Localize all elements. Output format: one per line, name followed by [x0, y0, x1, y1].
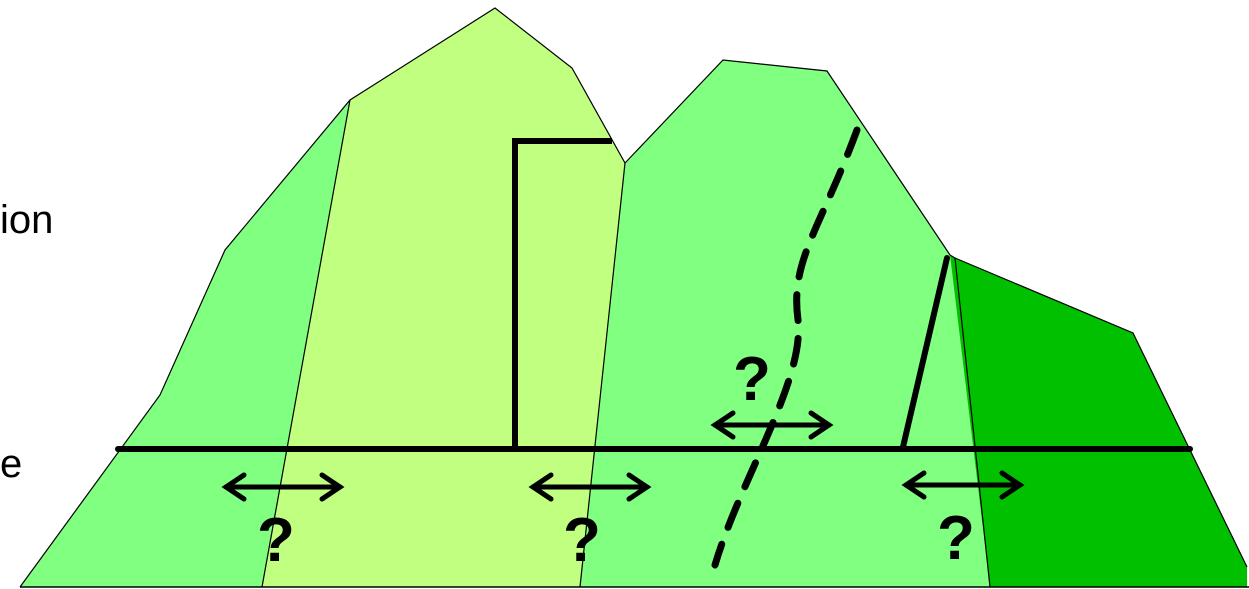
zone-dark-green	[950, 255, 1247, 587]
question-mark-2: ?	[563, 506, 601, 575]
left-label-lower: e	[0, 442, 22, 486]
double-arrow-3	[710, 410, 834, 440]
inclined-line	[900, 255, 950, 450]
vertical-bracket-line	[512, 138, 612, 449]
question-mark-4: ?	[937, 504, 975, 573]
double-arrow-4	[901, 470, 1025, 500]
zone-left-medium-green	[20, 100, 350, 587]
question-mark-1: ?	[257, 506, 295, 575]
zone-right-medium-green	[580, 60, 990, 587]
double-arrow-1	[221, 472, 345, 502]
zone-boundary-2	[579, 162, 626, 588]
left-label-upper: ion	[0, 198, 53, 242]
question-mark-3: ?	[733, 345, 771, 414]
zone-light-green	[262, 8, 625, 587]
zone-boundary-3	[954, 257, 991, 588]
mountain-outline	[19, 7, 1248, 588]
double-arrow-2	[528, 472, 652, 502]
zone-boundary-1	[261, 99, 351, 588]
dashed-curve-line	[711, 126, 861, 569]
